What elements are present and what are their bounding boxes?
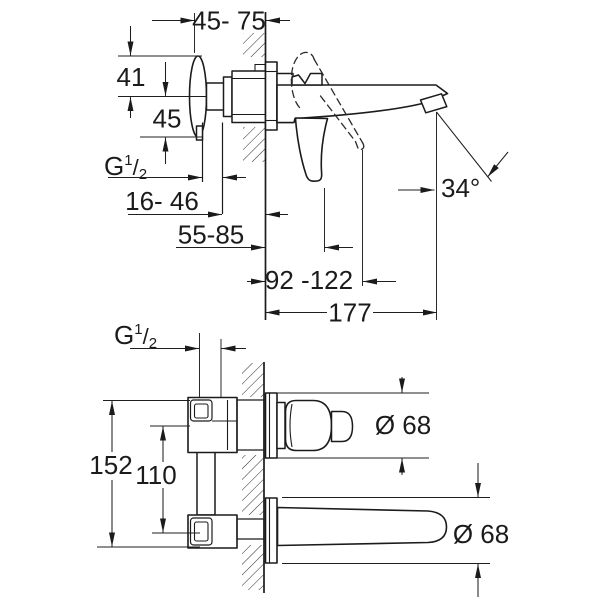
wall-hatch [242, 363, 264, 397]
lower-thread-socket [189, 517, 213, 546]
dim-label-110: 110 [135, 460, 176, 490]
spout-pipe-plan [236, 518, 265, 540]
handle-trim-plan [264, 392, 354, 459]
cartridge-sleeve [231, 70, 267, 124]
dim-spout-escutcheon: Ø 68 [282, 463, 509, 597]
dim-label-dia68-top: Ø 68 [375, 410, 431, 440]
dim-embed-depth: 45- 75 [152, 6, 290, 53]
plan-view: G1/2 152 110 Ø 68 [89, 320, 509, 597]
dim-label-55-85: 55-85 [178, 220, 245, 250]
dim-label-45: 45 [153, 104, 182, 134]
rough-in-body [187, 396, 265, 549]
dim-lever-to-wall: 55-85 [176, 188, 353, 252]
dim-label-16-46: 16- 46 [125, 186, 199, 216]
thread-label-plan: G1/2 [114, 320, 157, 352]
wall-hatch [242, 455, 264, 515]
cartridge-sleeve-plan [236, 399, 265, 451]
dim-supply-to-wall: 16- 46 [125, 186, 288, 218]
spout-plan [276, 506, 448, 547]
dim-handle-escutcheon: Ø 68 [277, 377, 431, 475]
dim-center-to-bottom: 45 [140, 62, 202, 164]
lever-grip-end [330, 410, 354, 443]
dim-port-spacing: 110 [135, 425, 200, 534]
wall-escutcheon [264, 61, 278, 131]
aerator [419, 93, 448, 114]
wall-section-front [243, 12, 267, 320]
wall-hatch [242, 545, 264, 590]
dim-label-177: 177 [328, 298, 371, 328]
body-column [196, 451, 216, 516]
handle-escutcheon [264, 392, 278, 459]
dim-label-152: 152 [89, 450, 132, 480]
dim-spout-projection: 177 [265, 298, 437, 328]
front-view: 45- 75 41 45 G1/2 16- 46 [104, 6, 509, 328]
dim-lever-open-to-wall: 92 -122 [247, 150, 396, 295]
dim-label-92-122: 92 -122 [265, 265, 353, 295]
dim-thread-front: G1/2 [104, 151, 246, 183]
handle-dome [284, 399, 333, 452]
trim-front [264, 51, 449, 183]
body-neck [205, 82, 227, 111]
wall-hatch [243, 127, 265, 162]
dim-label-34deg: 34° [441, 173, 480, 203]
dim-thread-plan: G1/2 [114, 320, 246, 397]
wall-hatch [243, 33, 265, 57]
dim-center-to-top: 41 [117, 26, 202, 118]
lever-pivot-cap [291, 72, 323, 86]
handle-neck [276, 401, 286, 450]
dim-spray-angle: 34° [398, 111, 509, 320]
thread-label-front: G1/2 [104, 151, 147, 183]
supply-elbow [195, 125, 204, 141]
dim-label-41: 41 [117, 62, 146, 92]
dim-label-depth-range: 45- 75 [192, 6, 266, 36]
lever-handle [294, 117, 329, 183]
spout-trim-plan [264, 497, 448, 564]
dim-body-height: 152 [89, 400, 200, 548]
dim-label-dia68-bottom: Ø 68 [453, 519, 509, 549]
body-flange [222, 76, 233, 118]
upper-thread-socket [189, 399, 213, 422]
lever-open-dashed [290, 51, 365, 151]
wall-section-plan [242, 362, 265, 593]
spout-escutcheon [264, 497, 278, 564]
